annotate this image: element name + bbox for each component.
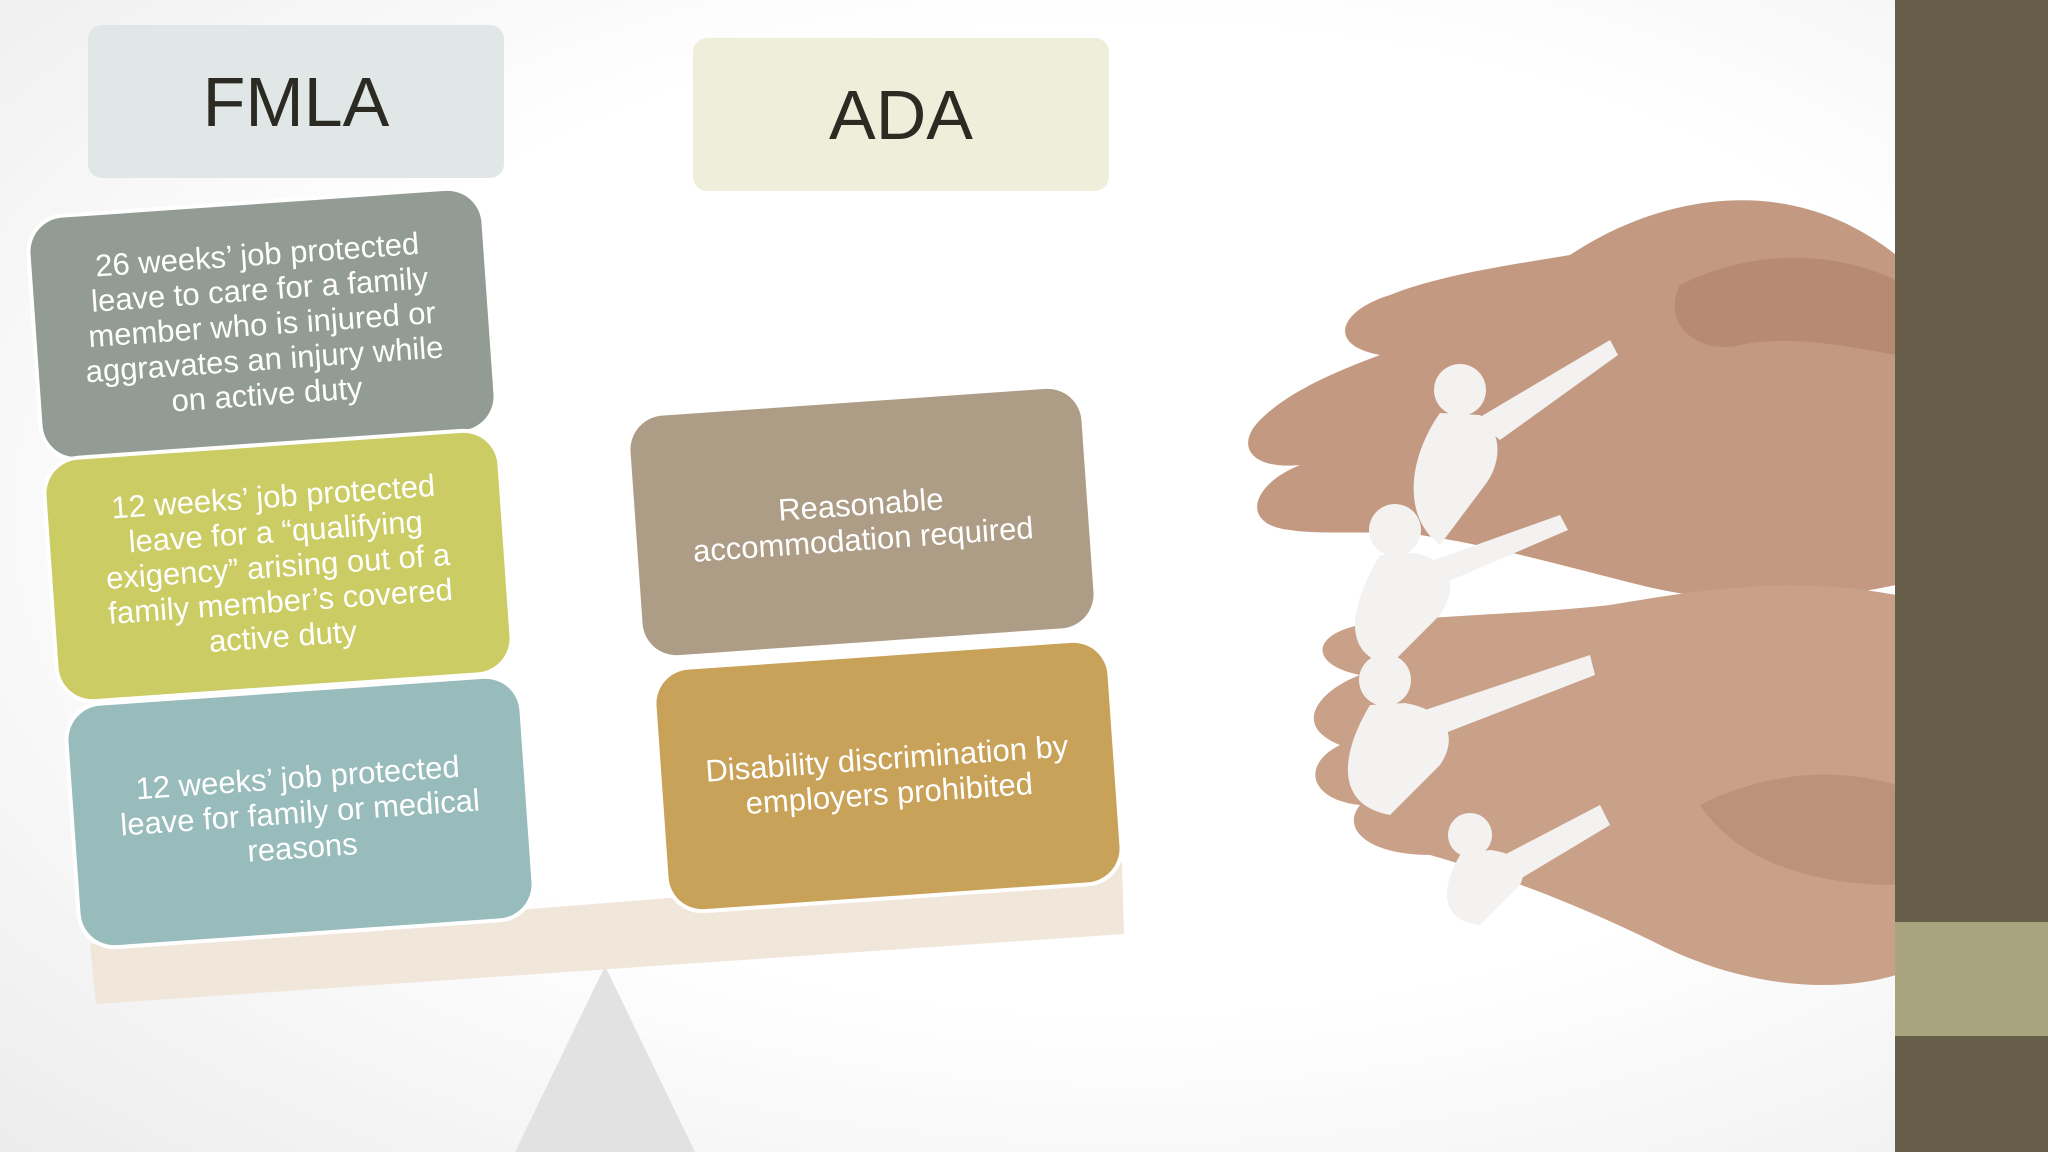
fmla-header: FMLA [88, 25, 504, 178]
fmla-card-text: 26 weeks’ job protected leave to care fo… [84, 225, 445, 418]
ada-title: ADA [829, 75, 973, 154]
fmla-card-text: 12 weeks’ job protected leave for a “qua… [104, 467, 454, 659]
ada-card-reasonable-accommodation: Reasonable accommodation required [628, 386, 1096, 658]
fmla-card-military-caregiver: 26 weeks’ job protected leave to care fo… [28, 188, 496, 460]
sidebar-bar-accent [1895, 922, 2048, 1036]
ada-header: ADA [693, 38, 1109, 191]
fmla-card-family-medical: 12 weeks’ job protected leave for family… [66, 676, 534, 948]
fmla-title: FMLA [202, 62, 390, 141]
ada-card-text: Reasonable accommodation required [691, 481, 1035, 569]
balance-fulcrum [515, 966, 695, 1152]
ada-card-discrimination-prohibited: Disability discrimination by employers p… [654, 640, 1122, 912]
sidebar-bar-top [1895, 0, 2048, 922]
fmla-card-qualifying-exigency: 12 weeks’ job protected leave for a “qua… [44, 430, 512, 702]
paper-family-in-hands-illustration [1248, 200, 1896, 985]
ada-card-text: Disability discrimination by employers p… [704, 728, 1070, 821]
sidebar-bar-bottom [1895, 1036, 2048, 1152]
fmla-card-text: 12 weeks’ job protected leave for family… [119, 748, 481, 869]
